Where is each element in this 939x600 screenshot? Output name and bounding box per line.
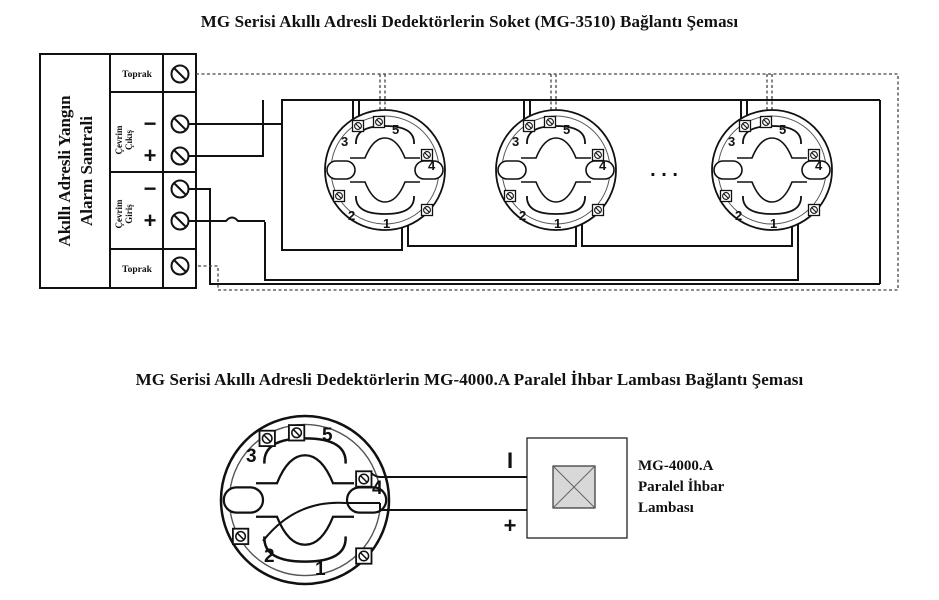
loop-out-minus-terminal bbox=[170, 114, 190, 134]
lamp-plus-sign: + bbox=[504, 513, 517, 538]
svg-text:5: 5 bbox=[322, 425, 333, 446]
svg-text:5: 5 bbox=[392, 122, 399, 137]
lamp-label-line3: Lambası bbox=[638, 500, 694, 516]
svg-text:4: 4 bbox=[372, 478, 383, 499]
panel-name-line1: Akıllı Adresli Yangın bbox=[55, 95, 74, 247]
socket-1-labels: 3 5 4 2 1 bbox=[341, 122, 436, 231]
ground-terminal-top bbox=[170, 64, 190, 84]
svg-text:1: 1 bbox=[383, 216, 390, 231]
svg-text:4: 4 bbox=[428, 158, 436, 173]
panel-name-line2: Alarm Santrali bbox=[77, 116, 96, 226]
lamp-minus-sign: I bbox=[507, 448, 513, 473]
earth-wiring bbox=[196, 73, 899, 291]
svg-text:2: 2 bbox=[264, 546, 275, 567]
socket-n-labels: 3 5 4 2 1 bbox=[728, 122, 823, 231]
loop-out-plus-terminal bbox=[170, 146, 190, 166]
out-plus-sign: + bbox=[144, 143, 157, 168]
loop-out-label-1: Çevrim bbox=[114, 125, 124, 154]
detector-socket-1 bbox=[325, 110, 445, 230]
svg-text:3: 3 bbox=[512, 134, 519, 149]
ground-label-top: Toprak bbox=[122, 70, 152, 80]
lamp-wiring bbox=[262, 472, 527, 542]
more-sockets-ellipsis: . . . bbox=[650, 159, 678, 181]
svg-text:3: 3 bbox=[246, 446, 257, 467]
loop-in-label-2: Giriş bbox=[124, 204, 134, 224]
in-plus-sign: + bbox=[144, 208, 157, 233]
in-minus-sign: − bbox=[144, 176, 157, 201]
ground-terminal-bottom bbox=[170, 256, 190, 276]
detector-socket-2 bbox=[496, 110, 616, 230]
diagram-title-lamp-connection: MG Serisi Akıllı Adresli Dedektörlerin M… bbox=[135, 370, 804, 389]
loop-in-label-1: Çevrim bbox=[114, 199, 124, 228]
diagram-title-socket-connection: MG Serisi Akıllı Adresli Dedektörlerin S… bbox=[200, 12, 739, 31]
loop-out-label-2: Çıkış bbox=[124, 130, 134, 151]
large-socket-labels: 3 5 4 2 1 bbox=[246, 425, 383, 580]
out-minus-sign: − bbox=[144, 111, 157, 136]
svg-text:5: 5 bbox=[779, 122, 786, 137]
large-detector-socket bbox=[221, 416, 389, 584]
svg-text:2: 2 bbox=[519, 208, 526, 223]
detector-socket-n bbox=[712, 110, 832, 230]
svg-text:3: 3 bbox=[341, 134, 348, 149]
svg-text:2: 2 bbox=[735, 208, 742, 223]
svg-text:2: 2 bbox=[348, 208, 355, 223]
lamp-label-line1: MG-4000.A bbox=[638, 458, 714, 474]
svg-text:1: 1 bbox=[315, 559, 326, 580]
svg-text:1: 1 bbox=[554, 216, 561, 231]
socket-2-labels: 3 5 4 2 1 bbox=[512, 122, 607, 231]
svg-text:3: 3 bbox=[728, 134, 735, 149]
lamp-label-line2: Paralel İhbar bbox=[638, 478, 725, 495]
svg-text:1: 1 bbox=[770, 216, 777, 231]
svg-text:4: 4 bbox=[815, 158, 823, 173]
ground-label-bottom: Toprak bbox=[122, 265, 152, 275]
loop-in-plus-terminal bbox=[170, 211, 190, 231]
svg-text:5: 5 bbox=[563, 122, 570, 137]
loop-in-minus-terminal bbox=[170, 179, 190, 199]
svg-text:4: 4 bbox=[599, 158, 607, 173]
